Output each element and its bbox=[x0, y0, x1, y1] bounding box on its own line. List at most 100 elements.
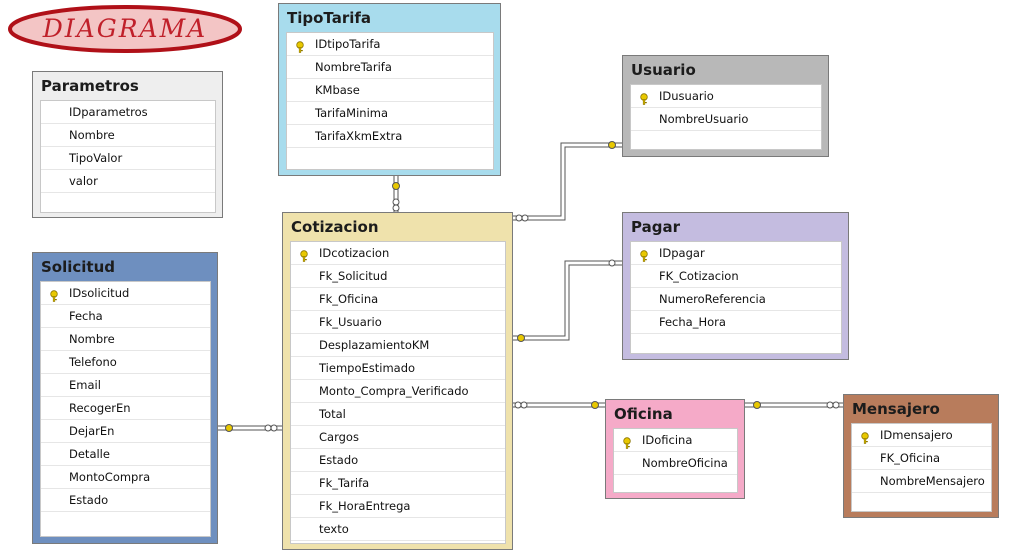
column-row[interactable]: Fk_Usuario bbox=[291, 311, 505, 334]
primary-key-icon bbox=[295, 38, 305, 53]
column-row[interactable]: KMbase bbox=[287, 79, 493, 102]
table-title: Usuario bbox=[631, 61, 696, 79]
column-row[interactable]: IDoficina bbox=[614, 429, 737, 452]
column-row[interactable]: texto bbox=[291, 518, 505, 541]
column-row[interactable]: NombreTarifa bbox=[287, 56, 493, 79]
relationship-pagar-cotizacion bbox=[512, 259, 622, 342]
column-row[interactable]: Fecha bbox=[41, 305, 210, 328]
column-row[interactable]: TarifaXkmExtra bbox=[287, 125, 493, 148]
column-name: texto bbox=[319, 522, 349, 536]
column-name: KMbase bbox=[315, 83, 360, 97]
column-name: Nombre bbox=[69, 128, 115, 142]
column-row[interactable]: Email bbox=[41, 374, 210, 397]
column-row[interactable]: Detalle bbox=[41, 443, 210, 466]
column-name: MontoCompra bbox=[69, 470, 151, 484]
column-name: TipoValor bbox=[69, 151, 123, 165]
column-name: Fk_HoraEntrega bbox=[319, 499, 411, 513]
column-row[interactable]: Total bbox=[291, 403, 505, 426]
column-name: Estado bbox=[69, 493, 109, 507]
column-row[interactable]: Fk_HoraEntrega bbox=[291, 495, 505, 518]
primary-key-icon bbox=[49, 287, 59, 302]
column-row[interactable]: IDmensajero bbox=[852, 424, 991, 447]
column-row[interactable]: NombreMensajero bbox=[852, 470, 991, 493]
column-name: Cargos bbox=[319, 430, 359, 444]
column-name: Fk_Oficina bbox=[319, 292, 379, 306]
column-row[interactable]: RecogerEn bbox=[41, 397, 210, 420]
column-name: IDpagar bbox=[659, 246, 705, 260]
column-row[interactable]: Monto_Compra_Verificado bbox=[291, 380, 505, 403]
column-row[interactable]: IDsolicitud bbox=[41, 282, 210, 305]
column-row[interactable]: Fk_Tarifa bbox=[291, 472, 505, 495]
column-row[interactable]: Telefono bbox=[41, 351, 210, 374]
column-name: TiempoEstimado bbox=[319, 361, 416, 375]
column-row[interactable]: FK_Cotizacion bbox=[631, 265, 841, 288]
column-row[interactable]: Cargos bbox=[291, 426, 505, 449]
column-name: Monto_Compra_Verificado bbox=[319, 384, 469, 398]
column-row[interactable]: NumeroReferencia bbox=[631, 288, 841, 311]
column-row[interactable]: Estado bbox=[291, 449, 505, 472]
primary-key-icon bbox=[639, 90, 649, 105]
column-name: NombreTarifa bbox=[315, 60, 392, 74]
column-row[interactable]: Nombre bbox=[41, 328, 210, 351]
column-row[interactable]: DesplazamientoKM bbox=[291, 334, 505, 357]
column-row[interactable]: DejarEn bbox=[41, 420, 210, 443]
table-title: Parametros bbox=[41, 77, 139, 95]
column-name: Total bbox=[319, 407, 346, 421]
column-name: IDsolicitud bbox=[69, 286, 130, 300]
column-name: IDcotizacion bbox=[319, 246, 390, 260]
column-row[interactable]: IDusuario bbox=[631, 85, 821, 108]
column-row[interactable]: IDpagar bbox=[631, 242, 841, 265]
column-name: NombreMensajero bbox=[880, 474, 985, 488]
column-row[interactable]: valor bbox=[41, 170, 215, 193]
relationship-oficina-cotizacion bbox=[512, 401, 605, 409]
column-row[interactable]: Nombre bbox=[41, 124, 215, 147]
column-row[interactable]: Fk_Solicitud bbox=[291, 265, 505, 288]
column-row[interactable]: FK_Oficina bbox=[852, 447, 991, 470]
column-row[interactable]: NombreUsuario bbox=[631, 108, 821, 131]
column-name: Fk_Tarifa bbox=[319, 476, 370, 490]
column-name: IDmensajero bbox=[880, 428, 953, 442]
column-row[interactable]: TiempoEstimado bbox=[291, 357, 505, 380]
column-row[interactable]: Estado bbox=[41, 489, 210, 512]
column-name: NumeroReferencia bbox=[659, 292, 766, 306]
column-name: TarifaXkmExtra bbox=[315, 129, 403, 143]
column-name: Detalle bbox=[69, 447, 110, 461]
column-row[interactable]: MontoCompra bbox=[41, 466, 210, 489]
table-title: TipoTarifa bbox=[287, 9, 372, 27]
column-name: valor bbox=[69, 174, 98, 188]
column-name: IDparametros bbox=[69, 105, 148, 119]
column-row[interactable]: TarifaMinima bbox=[287, 102, 493, 125]
column-name: IDtipoTarifa bbox=[315, 37, 381, 51]
column-row[interactable]: Fecha_Hora bbox=[631, 311, 841, 334]
column-row[interactable]: IDtipoTarifa bbox=[287, 33, 493, 56]
column-row[interactable]: TipoValor bbox=[41, 147, 215, 170]
relationship-solicitud-cotizacion bbox=[218, 424, 282, 432]
column-name: NombreUsuario bbox=[659, 112, 749, 126]
table-title: Mensajero bbox=[852, 400, 940, 418]
column-row[interactable]: NombreOficina bbox=[614, 452, 737, 475]
column-name: Telefono bbox=[69, 355, 117, 369]
column-name: Email bbox=[69, 378, 101, 392]
column-row[interactable]: IDparametros bbox=[41, 101, 215, 124]
diagram-title-ellipse bbox=[8, 5, 242, 53]
primary-key-icon bbox=[639, 247, 649, 262]
relationship-tipotarifa-cotizacion bbox=[392, 176, 400, 212]
column-row[interactable]: Fk_Oficina bbox=[291, 288, 505, 311]
table-title: Cotizacion bbox=[291, 218, 379, 236]
column-row[interactable]: IDcotizacion bbox=[291, 242, 505, 265]
